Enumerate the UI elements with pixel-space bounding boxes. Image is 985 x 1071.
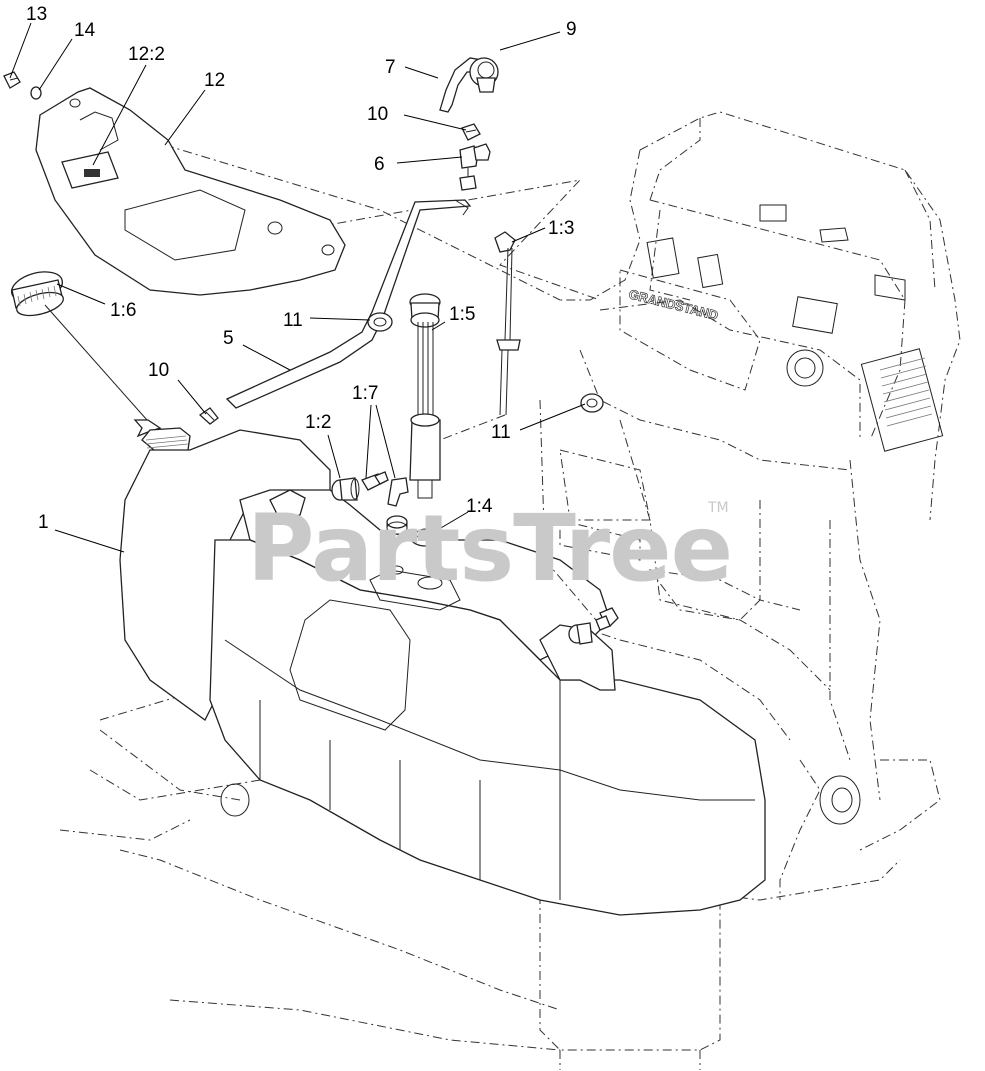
callout-1: 1 (38, 512, 49, 533)
callout-5: 5 (223, 328, 234, 349)
bushing-part-1-2 (331, 477, 360, 501)
callout-11-upper: 11 (283, 310, 303, 331)
fuel-pickup-part-1-5 (409, 293, 441, 499)
mower-frame-outline (59, 111, 961, 1070)
callout-12: 12 (204, 70, 225, 91)
fuel-tank-part-1 (119, 427, 766, 916)
washer-part-14 (30, 86, 42, 100)
callout-14: 14 (74, 20, 96, 41)
callout-9: 9 (566, 19, 577, 40)
fitting-part-1-7 (361, 471, 409, 507)
valve-part-6 (459, 143, 491, 191)
callout-7: 7 (385, 57, 396, 78)
heat-shield-part-12 (35, 87, 346, 296)
grommet-small (386, 515, 408, 535)
callout-12-2: 12:2 (128, 44, 165, 65)
callout-1-6: 1:6 (110, 300, 136, 321)
callout-10-upper: 10 (367, 104, 388, 125)
callout-1-4: 1:4 (466, 496, 493, 517)
callout-1-5: 1:5 (449, 304, 475, 325)
clamp-part-10-upper (461, 123, 481, 141)
vent-valve-part-9 (469, 57, 499, 93)
callout-1-2: 1:2 (305, 412, 331, 433)
callout-1-7: 1:7 (352, 383, 378, 404)
callout-11-right: 11 (491, 422, 511, 443)
callout-labels: 13 14 12:2 12 7 9 10 6 1:3 1:6 11 1:5 5 … (26, 4, 577, 533)
leader-lines (9, 22, 586, 553)
decal-part-12-2 (61, 151, 119, 189)
watermark-text: PartsTree (247, 495, 732, 602)
tank-side-fittings (544, 559, 619, 645)
watermark-trademark: TM (707, 500, 729, 516)
screw-part-13 (3, 71, 21, 89)
watermark: PartsTree TM (247, 495, 733, 602)
vent-tube-part-1-3 (439, 231, 521, 441)
callout-13: 13 (26, 4, 47, 25)
grommet-part-11-right (580, 393, 604, 413)
fuel-cap-part-1-6 (10, 271, 162, 438)
callout-10-lower: 10 (148, 360, 169, 381)
grommet-part-1-4 (410, 528, 442, 547)
grommet-part-11-upper (367, 312, 393, 332)
fuel-line-part-5 (225, 199, 472, 409)
callout-1-3: 1:3 (548, 218, 574, 239)
callout-6: 6 (374, 154, 385, 175)
